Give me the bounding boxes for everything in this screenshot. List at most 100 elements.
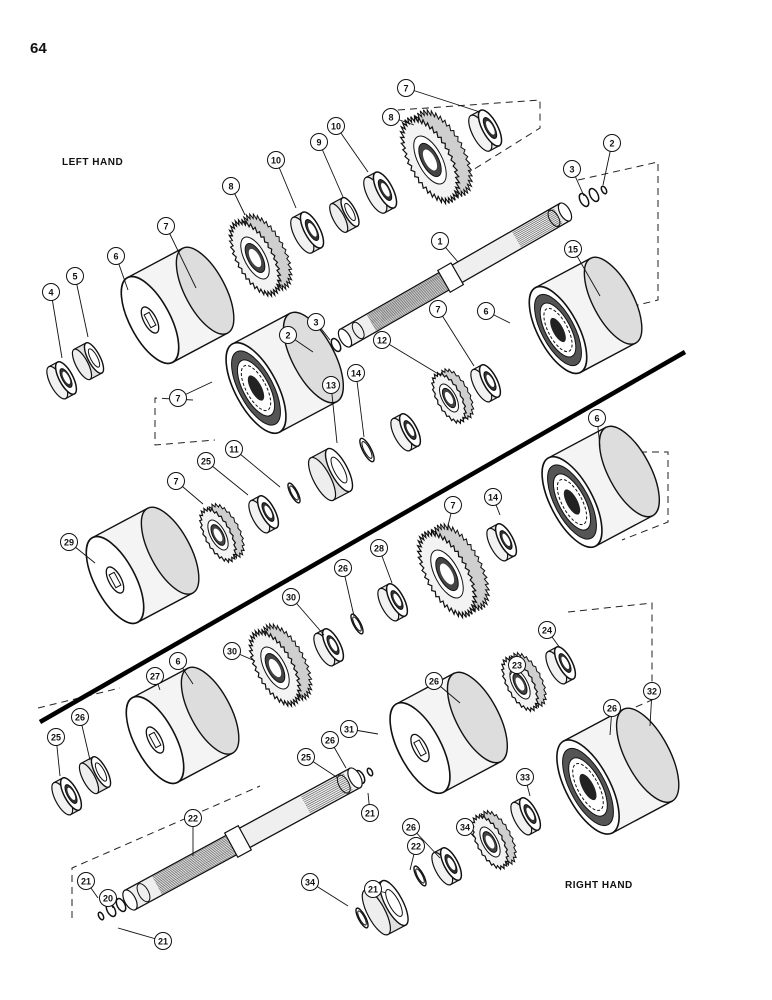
bearing-part (377, 583, 409, 622)
callout-circle (347, 364, 365, 382)
callout-number: 10 (331, 121, 341, 131)
callout-circle (107, 247, 125, 265)
callout-number: 11 (229, 444, 239, 454)
callout-number: 22 (188, 813, 198, 823)
callout-number: 15 (568, 244, 578, 254)
callout-number: 10 (271, 155, 281, 165)
callout-number: 13 (326, 380, 336, 390)
callout-circle (223, 642, 241, 660)
callout-leader-line (233, 448, 281, 488)
callout-circle (516, 768, 534, 786)
ring-part (355, 907, 369, 929)
gear-part (416, 521, 491, 620)
gear-part (430, 367, 475, 425)
callout-circle (225, 440, 243, 458)
callout-circle (382, 108, 400, 126)
callout-number: 33 (520, 772, 530, 782)
callout-circle (77, 872, 95, 890)
clutch-drum (125, 666, 240, 785)
callout-leader-line (405, 87, 481, 113)
callout-circle (169, 652, 187, 670)
callout-number: 31 (344, 724, 354, 734)
callout-leader-line (50, 291, 63, 359)
callout-circle (99, 889, 117, 907)
callout-number: 28 (374, 543, 384, 553)
clutch-drum-open (225, 311, 345, 435)
callout-circle (321, 731, 339, 749)
callout-circle (431, 232, 449, 250)
callout-number: 6 (113, 251, 118, 261)
clutch-drum (85, 506, 200, 625)
ring-part (413, 865, 427, 887)
callout-circle (370, 539, 388, 557)
callout-circle (425, 672, 443, 690)
callout-circle (169, 389, 187, 407)
callout-number: 23 (512, 660, 522, 670)
callout-circle (222, 177, 240, 195)
callout-number: 29 (64, 537, 74, 547)
callout-circle (444, 496, 462, 514)
callout-number: 7 (403, 83, 408, 93)
callout-number: 12 (377, 335, 387, 345)
callout-number: 26 (406, 822, 416, 832)
callout-number: 6 (175, 656, 180, 666)
callout-leader-line (205, 460, 249, 496)
callout-circle (307, 313, 325, 331)
callout-number: 26 (75, 712, 85, 722)
clutch-drum-open (556, 707, 680, 835)
callout-number: 21 (368, 884, 378, 894)
bearing-part (51, 777, 83, 816)
snap-ring-part (97, 911, 105, 921)
callout-leader-line (318, 141, 344, 198)
callout-circle (297, 748, 315, 766)
clutch-drum (389, 671, 509, 795)
callout-circle (167, 472, 185, 490)
snap-ring-part (588, 187, 600, 203)
assembly-guide-line (397, 99, 541, 179)
callout-number: 7 (173, 476, 178, 486)
callout-number: 2 (285, 330, 290, 340)
callout-circle (310, 133, 328, 151)
assembly-guide-line (154, 397, 216, 446)
bearing-part (390, 413, 422, 452)
callout-number: 26 (325, 735, 335, 745)
callout-number: 26 (607, 703, 617, 713)
right-hand-label: RIGHT HAND (565, 880, 633, 891)
ring-part (287, 482, 301, 504)
left-hand-label: LEFT HAND (62, 157, 124, 168)
callout-number: 14 (488, 492, 498, 502)
clutch-drum (120, 246, 235, 365)
callout-circle (301, 873, 319, 891)
callout-number: 7 (450, 500, 455, 510)
ring-part (359, 437, 375, 463)
callout-number: 27 (150, 671, 160, 681)
callout-leader-line (335, 125, 369, 173)
snap-ring-part (330, 337, 342, 353)
callout-circle (340, 720, 358, 738)
callout-circle (373, 331, 391, 349)
clutch-drum-open (528, 256, 643, 375)
assembly-guide-line (567, 602, 653, 713)
callout-circle (154, 932, 172, 950)
shaft-part (122, 767, 363, 911)
callout-number: 7 (175, 393, 180, 403)
snap-ring-part (578, 192, 590, 208)
snap-ring-part (366, 767, 374, 777)
callout-circle (60, 533, 78, 551)
bearing-part (470, 364, 502, 403)
spacer-part (329, 196, 360, 233)
callout-number: 21 (81, 876, 91, 886)
callout-number: 30 (227, 646, 237, 656)
callout-number: 4 (48, 287, 53, 297)
bearing-part (510, 797, 542, 836)
callout-circle (477, 302, 495, 320)
spacer-part (307, 447, 354, 502)
callout-circle (508, 656, 526, 674)
callout-number: 20 (103, 893, 113, 903)
callout-circle (146, 667, 164, 685)
callout-leader-line (437, 308, 475, 367)
callout-number: 7 (163, 221, 168, 231)
callout-circle (327, 117, 345, 135)
